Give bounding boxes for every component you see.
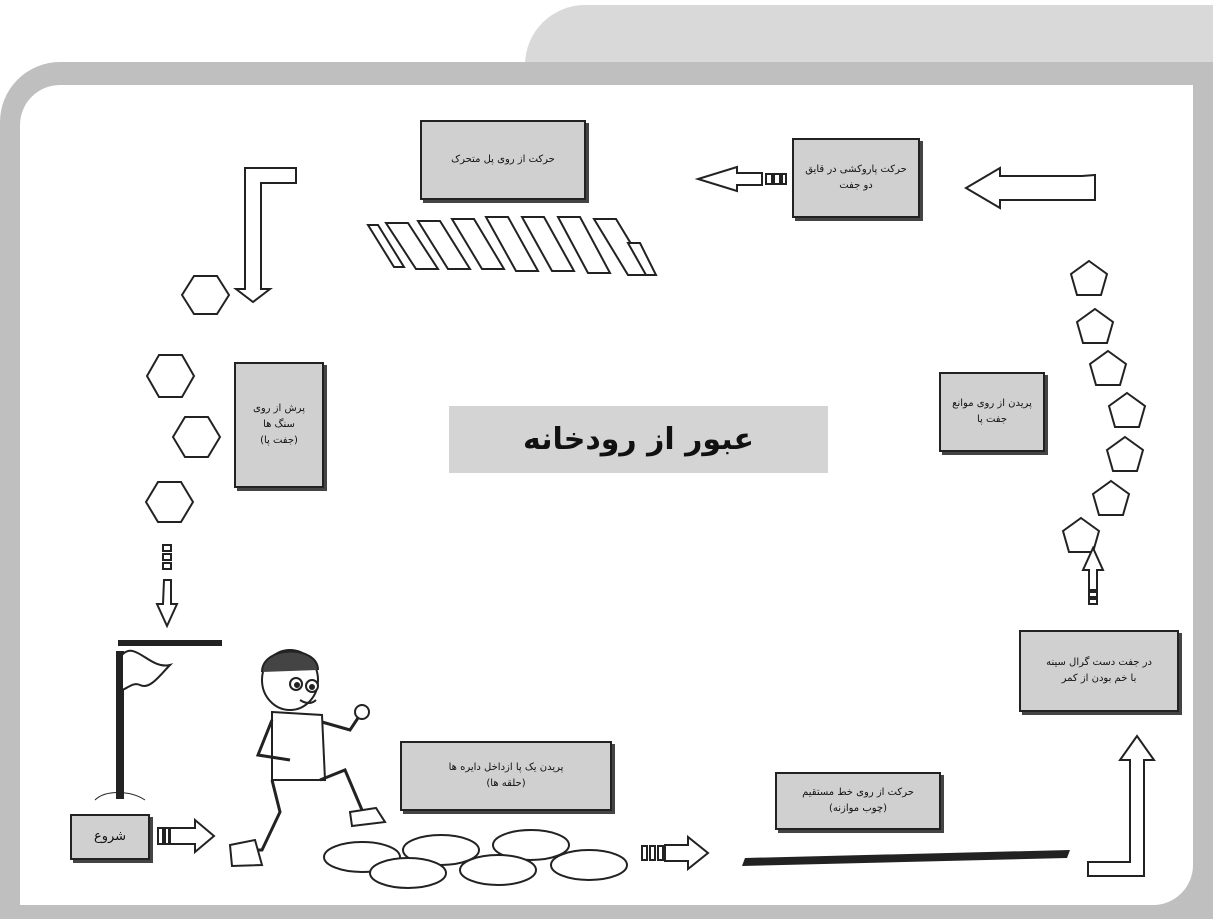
station-hands-hold-line2: با خم بودن از کمر: [1061, 673, 1137, 684]
station-start-label: شروع: [93, 829, 127, 844]
station-rings-line1: پریدن یک پا ازداخل دایره ها: [448, 762, 564, 773]
hoop-4: [369, 857, 447, 889]
obstacles-pentagons: [1061, 259, 1147, 553]
hexagon-2: [145, 354, 196, 398]
station-obstacles: پریدن از روی موانع جفت پا: [939, 372, 1045, 452]
arrow-boat-tail: [765, 173, 787, 185]
arrow-boat-left: [694, 165, 763, 193]
pentagon-7: [1061, 516, 1101, 553]
pentagon-2: [1075, 307, 1115, 344]
arrow-bridge-down: [233, 167, 297, 304]
station-hands-hold: در جفت دست گرال سینه با خم بودن از کمر: [1019, 630, 1179, 712]
station-balance-beam-line1: حرکت از روی خط مستقیم: [802, 787, 914, 798]
arrow-stones-down: [155, 579, 179, 629]
hoop-3: [492, 829, 570, 861]
arrow-top-right-left: [964, 166, 1096, 210]
balance-beam: [742, 850, 1070, 866]
moving-bridge: [366, 216, 658, 276]
hoop-5: [459, 854, 537, 886]
station-stones-line1: پرش از روی: [253, 403, 305, 414]
station-stones: پرش از روی سنگ ها (جفت پا): [234, 362, 324, 488]
station-start: شروع: [70, 814, 150, 860]
arrow-start-tail: [157, 827, 170, 845]
station-boat-line1: حرکت پاروکشی در قایق: [805, 164, 907, 175]
arrow-rings-right: [664, 834, 710, 872]
station-hands-hold-line1: در جفت دست گرال سینه: [1046, 657, 1152, 668]
arrow-corner-up: [1087, 734, 1156, 877]
pentagon-1: [1069, 259, 1109, 296]
pentagon-5: [1105, 435, 1145, 472]
arrow-rings-tail: [641, 845, 664, 861]
pentagon-6: [1091, 479, 1131, 516]
hoops-group: [323, 829, 628, 889]
station-rings-line2: (حلقه ها): [486, 778, 526, 789]
arrow-hands-tail: [1088, 591, 1098, 605]
pentagon-4: [1107, 391, 1147, 428]
station-stones-line2: سنگ ها: [263, 419, 295, 430]
flag-icon: [94, 649, 174, 801]
station-obstacles-line2: جفت پا: [976, 414, 1008, 425]
start-line: [118, 640, 222, 646]
arrow-hands-up: [1081, 545, 1105, 591]
station-balance-beam: حرکت از روی خط مستقیم (چوب موازنه): [775, 772, 941, 830]
hexagon-1: [180, 275, 231, 315]
station-bridge-line1: حرکت از روی پل متحرک: [451, 154, 555, 165]
arrow-start-right: [169, 817, 216, 855]
page-title: عبور از رودخانه: [449, 406, 828, 473]
station-obstacles-line1: پریدن از روی موانع: [952, 398, 1032, 409]
hexagon-3: [171, 416, 222, 458]
station-boat: حرکت پاروکشی در قایق دو جفت: [792, 138, 920, 218]
boy-illustration-icon: [228, 649, 387, 868]
station-bridge: حرکت از روی پل متحرک: [420, 120, 586, 200]
arrow-stones-tail: [162, 544, 172, 570]
station-balance-beam-line2: (چوب موازنه): [828, 803, 888, 814]
station-rings: پریدن یک پا ازداخل دایره ها (حلقه ها): [400, 741, 612, 811]
station-stones-line3: (جفت پا): [260, 435, 298, 446]
hoop-6: [550, 849, 628, 881]
stepping-stones: [144, 275, 231, 523]
station-boat-line2: دو جفت: [839, 180, 873, 191]
hexagon-4: [144, 481, 195, 523]
pentagon-3: [1088, 349, 1128, 386]
